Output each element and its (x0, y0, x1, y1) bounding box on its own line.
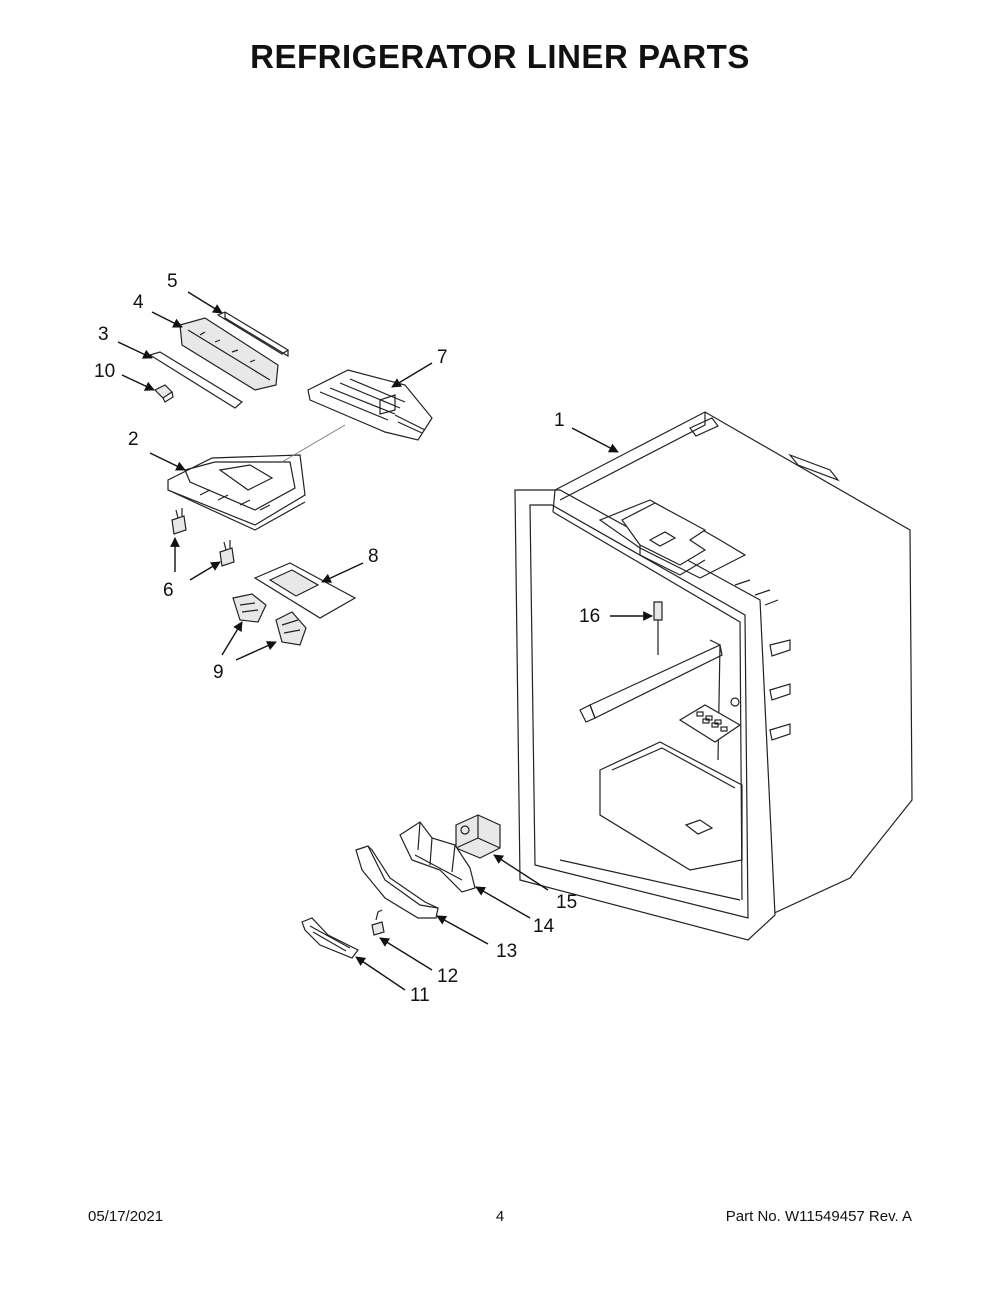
part-4-control-housing (179, 317, 279, 391)
callout-8: 8 (368, 546, 379, 567)
callout-10: 10 (94, 361, 115, 382)
page-title: REFRIGERATOR LINER PARTS (250, 38, 750, 75)
part-9-light-socket-left (232, 593, 267, 623)
callout-labels: 1 2 3 4 5 6 7 8 9 10 11 12 13 14 15 16 (94, 271, 600, 1006)
connector-line (281, 424, 346, 463)
callout-6: 6 (163, 580, 174, 601)
callout-4: 4 (133, 292, 144, 313)
liner-cavity (514, 411, 913, 941)
callout-2: 2 (128, 429, 139, 450)
part-11-trim (301, 917, 359, 959)
callout-5: 5 (167, 271, 178, 292)
callout-1: 1 (554, 410, 565, 431)
part-8-light-housing (253, 562, 357, 619)
callout-14: 14 (533, 916, 555, 937)
part-6-switch-lower (219, 540, 235, 567)
callout-15: 15 (556, 892, 577, 913)
part-13-deflector (355, 845, 439, 919)
callout-11: 11 (410, 985, 430, 1006)
callout-3: 3 (98, 324, 109, 345)
leader-arrows (117, 291, 653, 991)
part-14-dispenser-housing (399, 821, 476, 893)
callout-12: 12 (437, 966, 458, 987)
part-2-cover-panel (167, 454, 306, 531)
callout-16: 16 (579, 606, 600, 627)
part-6-switch-upper (171, 508, 187, 535)
part-15-motor-assembly (455, 814, 501, 859)
callout-7: 7 (437, 347, 448, 368)
part-3-rail (148, 351, 244, 409)
part-10-knob (153, 384, 174, 403)
part-12-screw (371, 909, 385, 936)
footer-page-number: 4 (495, 1208, 505, 1225)
callout-13: 13 (496, 941, 517, 962)
footer-part-info: Part No. W11549457 Rev. A (725, 1208, 912, 1225)
footer-date: 05/17/2021 (88, 1208, 164, 1225)
part-16-sensor (653, 601, 663, 655)
part-9-light-socket-right (275, 611, 307, 646)
part-7-air-diffuser (307, 369, 433, 441)
callout-9: 9 (213, 662, 224, 683)
